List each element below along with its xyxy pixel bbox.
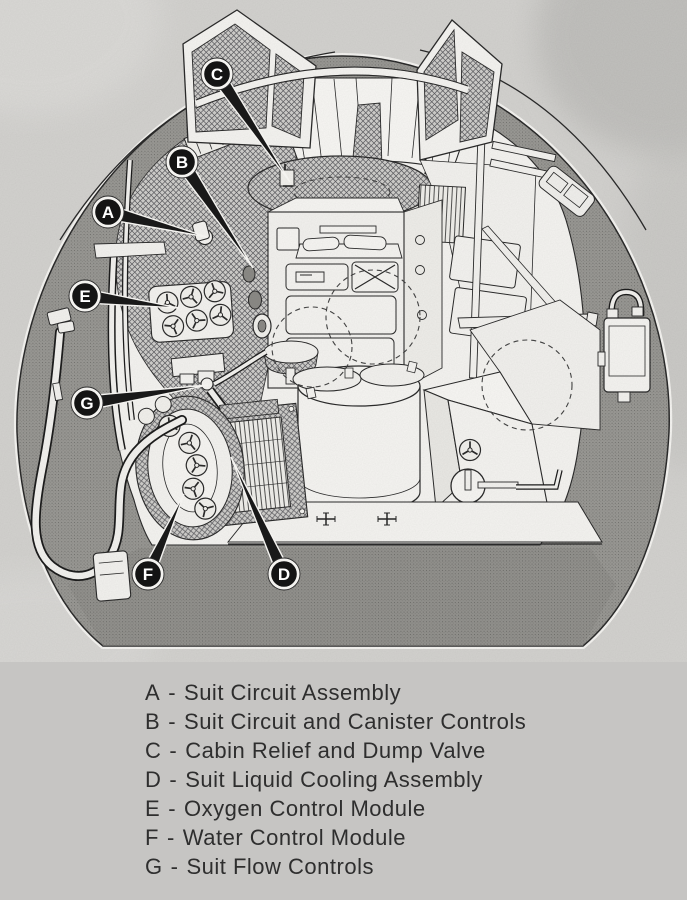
callout-D: D [230,456,301,591]
callout-C: C [200,57,291,183]
legend-separator: - [166,825,175,850]
svg-text:E: E [79,287,90,306]
callout-A: A [91,195,208,238]
svg-text:A: A [102,203,114,222]
legend-item-d: D-Suit Liquid Cooling Assembly [145,765,687,794]
diagram-panel: A B C D [0,0,687,662]
legend-label: Oxygen Control Module [184,796,426,821]
legend-item-b: B-Suit Circuit and Canister Controls [145,707,687,736]
svg-text:B: B [176,153,188,172]
legend-separator: - [169,767,178,792]
legend-separator: - [168,796,177,821]
legend-key: C [145,738,162,763]
legend-item-f: F-Water Control Module [145,823,687,852]
legend-label: Cabin Relief and Dump Valve [185,738,486,763]
legend-separator: - [168,680,177,705]
legend-item-e: E-Oxygen Control Module [145,794,687,823]
callout-B: B [165,145,254,269]
legend-label: Suit Flow Controls [186,854,374,879]
legend-item-g: G-Suit Flow Controls [145,852,687,881]
legend-separator: - [168,709,177,734]
svg-text:F: F [143,565,153,584]
legend-item-a: A-Suit Circuit Assembly [145,678,687,707]
legend-key: B [145,709,161,734]
legend-key: F [145,825,159,850]
legend-separator: - [169,738,178,763]
legend-label: Suit Circuit Assembly [184,680,402,705]
legend: A-Suit Circuit Assembly B-Suit Circuit a… [0,662,687,900]
legend-key: D [145,767,162,792]
svg-text:C: C [211,65,223,84]
callout-G: G [70,384,209,420]
legend-label: Suit Liquid Cooling Assembly [185,767,483,792]
legend-separator: - [170,854,179,879]
legend-label: Water Control Module [182,825,406,850]
callout-F: F [131,493,185,591]
legend-key: E [145,796,161,821]
legend-item-c: C-Cabin Relief and Dump Valve [145,736,687,765]
legend-key: G [145,854,163,879]
callout-E: E [68,279,180,313]
legend-label: Suit Circuit and Canister Controls [184,709,527,734]
legend-key: A [145,680,161,705]
svg-text:D: D [278,565,290,584]
svg-text:G: G [80,394,93,413]
callouts: A B C D [68,57,301,591]
cabin-cutaway-diagram: A B C D [0,0,687,662]
